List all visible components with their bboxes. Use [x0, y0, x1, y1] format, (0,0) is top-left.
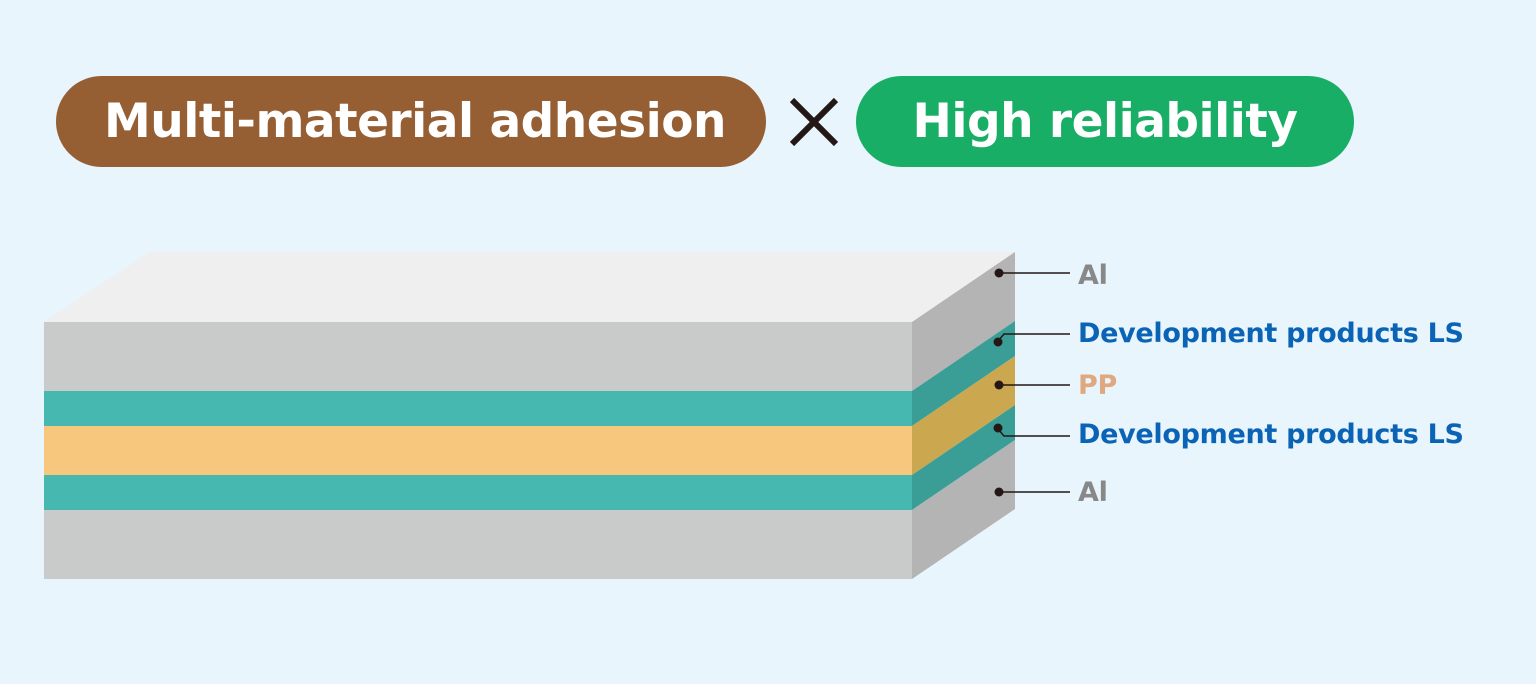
label-al-top: Al	[1078, 260, 1108, 291]
multiply-icon	[789, 97, 839, 147]
label-development-ls-top: Development products LS	[1078, 318, 1464, 349]
multi-material-adhesion-text: Multi-material adhesion	[104, 94, 726, 149]
side-layer-al-bottom	[912, 440, 1015, 579]
dot-al-top	[994, 268, 1004, 278]
label-al-bottom: Al	[1078, 477, 1108, 508]
side-layer-ls-bottom	[912, 405, 1015, 510]
dot-pp	[994, 380, 1004, 390]
dot-ls-bottom	[993, 423, 1003, 433]
front-layer-ls-top	[44, 391, 912, 426]
front-layer-pp	[44, 426, 912, 475]
front-layer-al-bottom	[44, 510, 912, 579]
label-pp: PP	[1078, 370, 1117, 401]
top-face	[44, 252, 1015, 322]
high-reliability-badge: High reliability	[856, 76, 1354, 167]
front-layer-al-top	[44, 322, 912, 391]
label-development-ls-bottom: Development products LS	[1078, 419, 1464, 450]
dot-ls-top	[993, 337, 1003, 347]
dot-al-bottom	[994, 487, 1004, 497]
front-layer-ls-bottom	[44, 475, 912, 510]
high-reliability-text: High reliability	[912, 94, 1298, 149]
multi-material-adhesion-badge: Multi-material adhesion	[56, 76, 766, 167]
side-layer-al-top	[912, 252, 1015, 391]
side-layer-pp	[912, 356, 1015, 475]
side-layer-ls-top	[912, 321, 1015, 426]
